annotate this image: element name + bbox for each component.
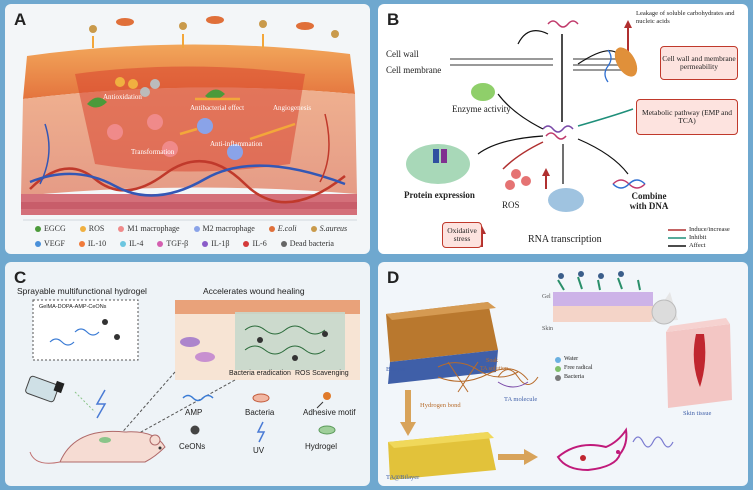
label-ta-molecule: TA molecule	[504, 396, 538, 403]
label-skin-tissue: Skin tissue	[683, 410, 712, 417]
label-ta-bilayer: TA@Bilayer	[386, 474, 420, 481]
legend-dead-bacteria: Dead bacteria	[289, 239, 334, 248]
m1-macrophage-icon	[118, 226, 125, 233]
box-oxidative-stress: Oxidative stress	[442, 222, 482, 248]
mechanism-diagram	[406, 20, 686, 247]
ta-bilayer-illustration	[386, 271, 732, 480]
legend-row-2: VEGF IL-10 IL-4 TGF-β IL-1β IL-6 Dead ba…	[35, 239, 334, 248]
box-metabolic-pathway: Metabolic pathway (EMP and TCA)	[636, 99, 738, 135]
legend-affect: Affect	[689, 242, 706, 249]
il6-icon	[243, 241, 250, 248]
label-ta-solution: TA solution	[480, 366, 509, 372]
il10-icon	[78, 241, 85, 248]
wound-healing-illustration	[21, 16, 357, 221]
title-accelerates-healing: Accelerates wound healing	[203, 286, 305, 296]
legend-m1: M1 macrophage	[127, 224, 180, 233]
panel-c: C Sprayable multifunctional hydrogel Acc…	[5, 262, 370, 486]
legend-hydrogel: Hydrogel	[305, 442, 338, 451]
panel-letter: A	[14, 10, 27, 29]
label-bacteria-eradication: Bacteria eradication	[229, 370, 291, 377]
legend-amp: AMP	[185, 408, 203, 417]
label-enzyme-activity: Enzyme activity	[452, 104, 511, 114]
il1b-icon	[202, 241, 209, 248]
label-cell-wall: Cell wall	[386, 49, 419, 59]
label-bilayer: Bilayer	[386, 366, 406, 373]
legend-ros: ROS	[88, 224, 105, 233]
legend-inhibit: Inhibit	[689, 234, 707, 241]
legend-vegf: VEGF	[44, 239, 65, 248]
label-bacteria: Bacteria	[564, 374, 584, 380]
label-ros: ROS	[502, 200, 520, 210]
legend-il10: IL-10	[87, 239, 107, 248]
label-gel: Gel	[542, 294, 551, 300]
saureus-icon	[310, 226, 317, 233]
panel-b: B Cell wall Cell membrane Leakage of sol…	[378, 4, 748, 254]
legend-induce: Induce/increase	[689, 226, 730, 233]
legend-tgf: TGF-β	[166, 239, 189, 248]
label-cell-membrane: Cell membrane	[386, 65, 442, 75]
label-water: Water	[564, 356, 579, 362]
dead-bacteria-icon	[280, 241, 287, 248]
legend-il4: IL-4	[129, 239, 144, 248]
label-free-radical: Free radical	[564, 365, 593, 371]
tgf-beta-icon	[157, 241, 164, 248]
panel-d: D Bilayer Hydrogen bond Soak TA solution…	[378, 262, 748, 486]
legend-uv: UV	[253, 446, 265, 455]
legend-m2: M2 macrophage	[202, 224, 255, 233]
panel-letter: C	[14, 268, 27, 287]
ros-icon	[79, 226, 86, 233]
spray-hydrogel-illustration	[25, 299, 360, 464]
panel-a: A Antioxidation Antibacterial effect Ang…	[5, 4, 370, 254]
legend-ecoli: E.coli	[277, 224, 297, 233]
ecoli-icon	[268, 226, 275, 233]
egcg-icon	[35, 226, 41, 233]
label-rna-transcription: RNA transcription	[528, 234, 602, 245]
legend-bacteria: Bacteria	[245, 408, 275, 417]
legend-il1b: IL-1β	[211, 239, 230, 248]
label-hydrogen-bond: Hydrogen bond	[420, 402, 461, 409]
legend-saureus: S.aureus	[319, 224, 348, 233]
label-ros-scavenging: ROS Scavenging	[295, 370, 349, 377]
legend-adhesive-motif: Adhesive motif	[303, 408, 356, 417]
legend-row-1: EGCG ROS M1 macrophage M2 macrophage E.c…	[35, 224, 347, 233]
label-antioxidation: Antioxidation	[103, 93, 142, 101]
label-anti-inflammation: Anti-inflammation	[210, 140, 263, 148]
label-combine-dna: Combine with DNA	[629, 191, 669, 211]
label-leakage: Leakage of soluble carbohydrates and nuc…	[636, 10, 735, 25]
legend-egcg: EGCG	[44, 224, 66, 233]
m2-macrophage-icon	[193, 226, 200, 233]
legend-il6: IL-6	[252, 239, 267, 248]
label-soak: Soak	[486, 358, 498, 364]
legend-ceons: CeONs	[179, 442, 206, 451]
label-antibacterial: Antibacterial effect	[190, 104, 245, 112]
label-formula: GelMA-DOPA-AMP-CeONs	[39, 304, 107, 310]
panel-letter: B	[387, 10, 400, 29]
il4-icon	[120, 241, 127, 248]
vegf-icon	[35, 241, 41, 248]
label-protein-expression: Protein expression	[404, 190, 475, 200]
label-angiogenesis: Angiogenesis	[273, 104, 312, 112]
label-transformation: Transformation	[131, 148, 175, 156]
title-sprayable-hydrogel: Sprayable multifunctional hydrogel	[17, 286, 147, 296]
panel-letter: D	[387, 268, 400, 287]
label-skin: Skin	[542, 326, 554, 332]
box-permeability: Cell wall and membrane permeability	[660, 46, 738, 80]
